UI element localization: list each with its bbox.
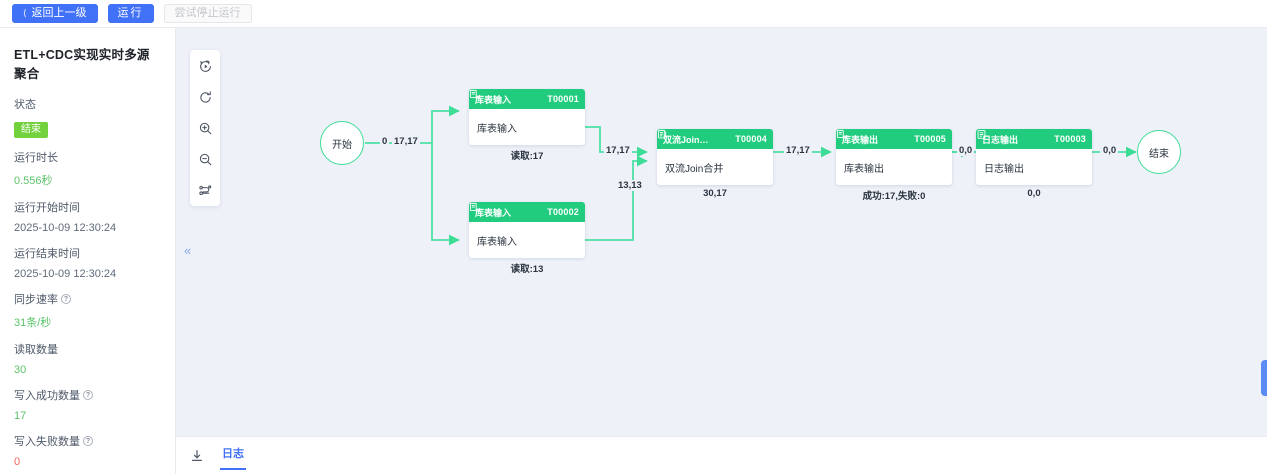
node-body-label: 库表输出 xyxy=(844,163,884,175)
node-T00001[interactable]: 库表输入 T00001 库表输入 xyxy=(469,89,585,145)
field-label-sync-rate: 同步速率 xyxy=(14,294,58,306)
edge-label-log-to-end: 0,0 xyxy=(1101,145,1119,156)
run-button[interactable]: 运行 xyxy=(107,4,154,23)
start-node[interactable]: 开始 xyxy=(320,121,364,165)
field-label-write-failed: 写入失败数量 xyxy=(14,436,80,448)
field-duration: 运行时长 0.556秒 xyxy=(14,149,161,188)
node-id: T00003 xyxy=(1054,134,1086,144)
edge-label-t1-to-join: 17,17 xyxy=(604,145,632,156)
edge-label-out-to-log: 0,0 xyxy=(957,145,975,156)
tab-log[interactable]: 日志 xyxy=(220,441,246,470)
node-footer-T00004: 30,17 xyxy=(703,188,727,199)
end-node-label: 结束 xyxy=(1149,148,1169,160)
node-title: 日志输出 xyxy=(982,134,1019,145)
node-id: T00002 xyxy=(547,207,579,217)
help-icon[interactable]: ? xyxy=(83,390,93,400)
log-output-icon xyxy=(977,130,986,139)
edge-label-join-to-out: 17,17 xyxy=(784,145,812,156)
node-footer-T00002: 读取:13 xyxy=(510,264,544,275)
right-drawer-handle[interactable] xyxy=(1261,360,1267,396)
table-input-icon xyxy=(469,202,480,212)
field-value-duration: 0.556秒 xyxy=(14,175,53,187)
node-id: T00004 xyxy=(735,134,767,144)
start-node-label: 开始 xyxy=(332,139,352,151)
field-label-duration: 运行时长 xyxy=(14,152,58,164)
end-node[interactable]: 结束 xyxy=(1137,130,1181,174)
field-value-write-failed: 0 xyxy=(14,456,21,468)
field-label-end-time: 运行结束时间 xyxy=(14,248,80,260)
help-icon[interactable]: ? xyxy=(83,436,93,446)
field-start-time: 运行开始时间 2025-10-09 12:30:24 xyxy=(14,199,161,234)
zoom-in-icon[interactable] xyxy=(194,117,216,139)
collapse-panel-chevron[interactable]: « xyxy=(184,243,192,258)
node-header: 双流Join… T00004 xyxy=(657,129,773,149)
field-label-read-count: 读取数量 xyxy=(14,344,58,356)
status-badge: 结束 xyxy=(14,122,48,138)
field-status: 状态 结束 xyxy=(14,96,161,138)
node-T00003[interactable]: 日志输出 T00003 日志输出 xyxy=(976,129,1092,185)
field-value-start-time: 2025-10-09 12:30:24 xyxy=(14,222,117,234)
help-icon[interactable]: ? xyxy=(61,294,71,304)
node-title: 库表输出 xyxy=(842,134,879,145)
node-title: 双流Join… xyxy=(663,134,709,145)
node-id: T00005 xyxy=(914,134,946,144)
node-header: 库表输入 T00002 xyxy=(469,202,585,222)
layout-fit-icon[interactable] xyxy=(194,179,216,201)
page-title: ETL+CDC实现实时多源聚合 xyxy=(14,48,150,81)
flow-canvas[interactable]: « xyxy=(176,28,1267,436)
node-body-label: 库表输入 xyxy=(477,123,517,135)
node-T00004[interactable]: 双流Join… T00004 双流Join合并 xyxy=(657,129,773,185)
node-T00005[interactable]: 库表输出 T00005 库表输出 xyxy=(836,129,952,185)
field-label-write-success: 写入成功数量 xyxy=(14,390,80,402)
edge-label-t2-to-join: 13,13 xyxy=(616,180,644,191)
top-toolbar: ⟨ 返回上一级 运行 尝试停止运行 xyxy=(0,0,1267,28)
field-end-time: 运行结束时间 2025-10-09 12:30:24 xyxy=(14,245,161,280)
canvas-toolbar xyxy=(190,50,220,206)
back-button[interactable]: ⟨ 返回上一级 xyxy=(12,4,98,23)
field-value-sync-rate: 31条/秒 xyxy=(14,317,52,329)
history-replay-icon[interactable] xyxy=(194,55,216,77)
join-icon xyxy=(658,129,668,139)
download-icon[interactable] xyxy=(190,449,204,463)
back-button-label: 返回上一级 xyxy=(31,7,87,19)
refresh-icon[interactable] xyxy=(194,86,216,108)
field-label-status: 状态 xyxy=(14,99,36,111)
node-title: 库表输入 xyxy=(475,207,512,218)
node-T00002[interactable]: 库表输入 T00002 库表输入 xyxy=(469,202,585,258)
dag-graph: 开始 结束 库表输入 T00001 库表输入 读取:17 xyxy=(176,28,1267,436)
field-write-failed: 写入失败数量 ? 0 xyxy=(14,433,161,468)
stop-run-button[interactable]: 尝试停止运行 xyxy=(163,4,252,23)
node-header: 库表输入 T00001 xyxy=(469,89,585,109)
field-value-end-time: 2025-10-09 12:30:24 xyxy=(14,268,117,280)
zoom-out-icon[interactable] xyxy=(194,148,216,170)
node-header: 库表输出 T00005 xyxy=(836,129,952,149)
table-input-icon xyxy=(469,89,480,99)
node-footer-T00005: 成功:17,失败:0 xyxy=(862,191,926,202)
edge-label-start-count: 0 xyxy=(380,136,390,147)
bottom-tab-bar: 日志 xyxy=(176,436,1267,474)
graph-edges xyxy=(365,105,1137,246)
node-header: 日志输出 T00003 xyxy=(976,129,1092,149)
node-title: 库表输入 xyxy=(475,94,512,105)
node-body-label: 双流Join合并 xyxy=(665,163,724,175)
table-output-icon xyxy=(836,129,847,139)
field-value-read-count: 30 xyxy=(14,364,27,376)
run-info-sidebar: ETL+CDC实现实时多源聚合 状态 结束 运行时长 0.556秒 运行开始时间… xyxy=(0,28,176,474)
node-id: T00001 xyxy=(547,94,579,104)
node-body-label: 日志输出 xyxy=(984,163,1024,175)
edge-label-start-split: 17,17 xyxy=(392,136,420,147)
node-footer-T00001: 读取:17 xyxy=(510,151,544,162)
field-label-start-time: 运行开始时间 xyxy=(14,202,80,214)
field-read-count: 读取数量 30 xyxy=(14,341,161,376)
field-sync-rate: 同步速率 ? 31条/秒 xyxy=(14,291,161,330)
node-footer-T00003: 0,0 xyxy=(1027,188,1041,199)
node-body-label: 库表输入 xyxy=(477,236,517,248)
field-write-success: 写入成功数量 ? 17 xyxy=(14,387,161,422)
chevron-left-icon: ⟨ xyxy=(23,8,27,18)
field-value-write-success: 17 xyxy=(14,410,27,422)
